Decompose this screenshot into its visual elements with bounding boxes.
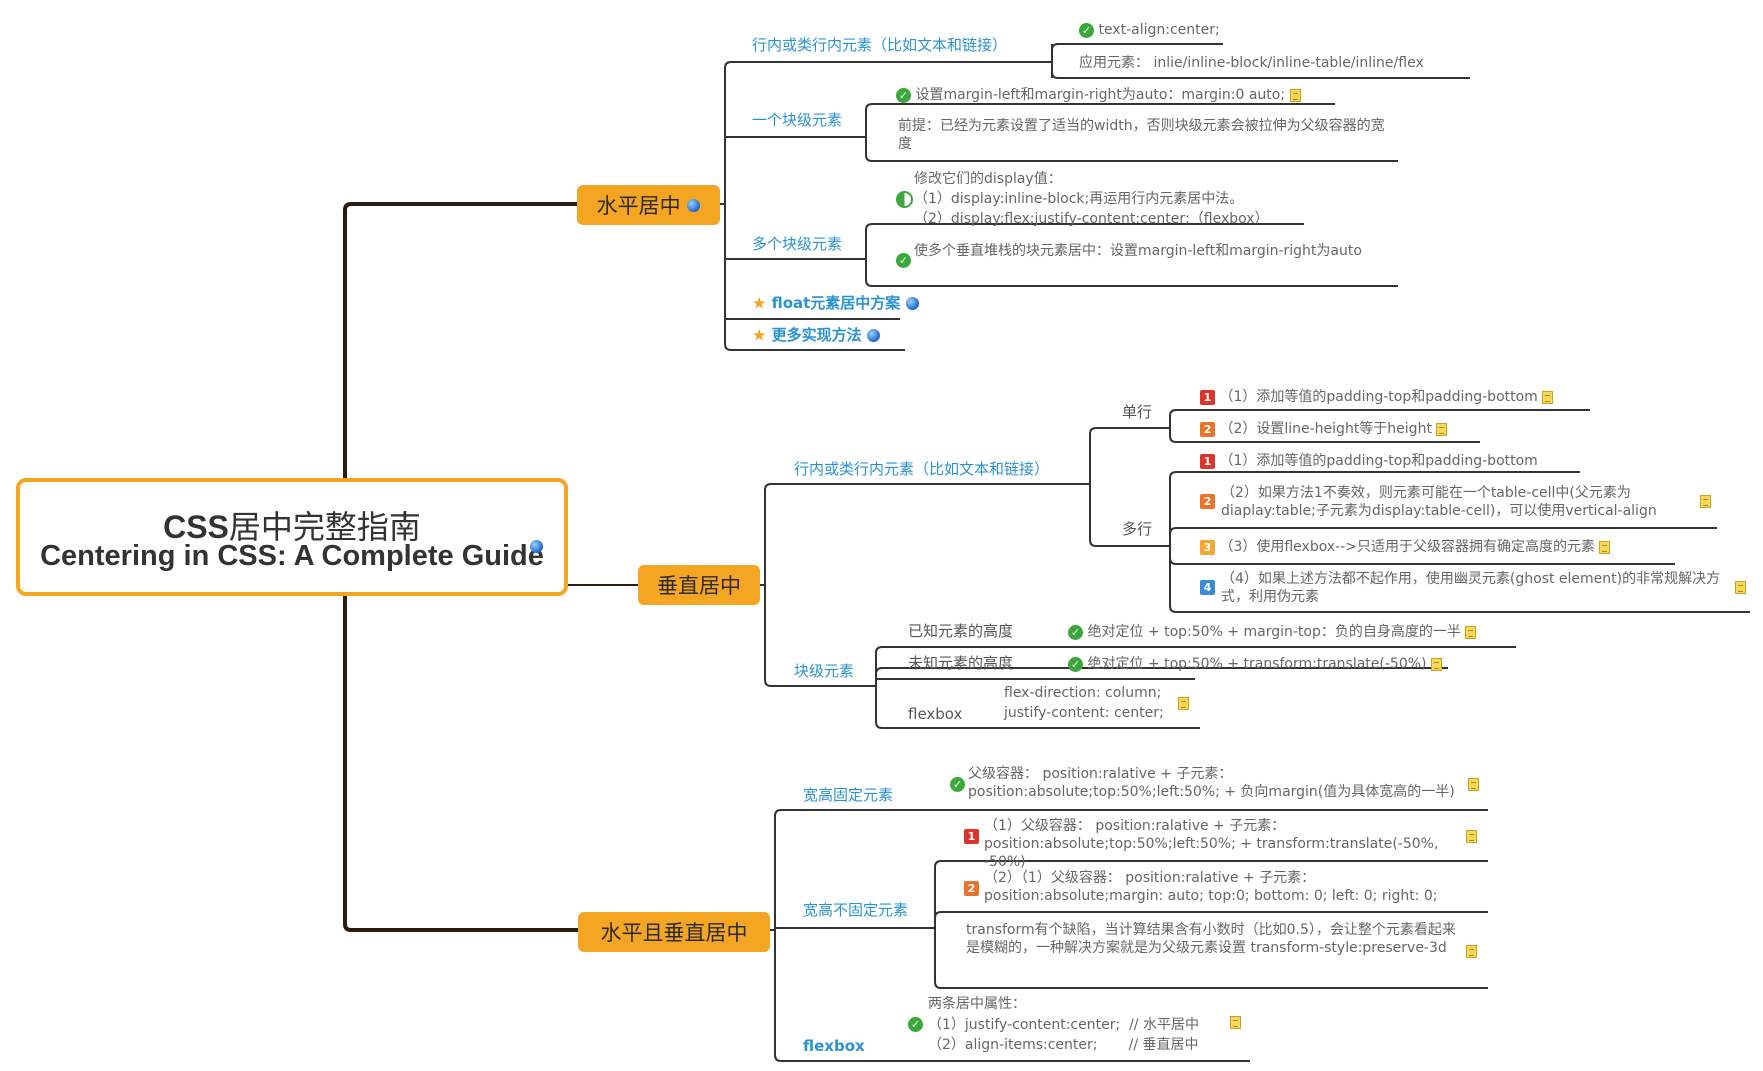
leaf-multi-1[interactable]: 1 （1）添加等值的padding-top和padding-bottom xyxy=(1200,452,1538,470)
note-icon[interactable] xyxy=(1466,830,1477,843)
branch-both[interactable]: 水平且垂直居中 xyxy=(578,912,770,952)
priority-1-icon: 1 xyxy=(1200,389,1215,405)
leaf-known-height[interactable]: ✓ 绝对定位 + top:50% + margin-top：负的自身高度的一半 xyxy=(1068,623,1477,641)
leaf-multi-3[interactable]: 3 （3）使用flexbox-->只适用于父级容器拥有确定高度的元素 xyxy=(1200,538,1611,556)
priority-2-icon: 2 xyxy=(1200,421,1215,437)
priority-1-icon: 1 xyxy=(1200,453,1215,469)
topic-unfixed-size[interactable]: 宽高不固定元素 xyxy=(803,901,909,919)
leaf-single-2[interactable]: 2 （2）设置line-height等于height xyxy=(1200,420,1448,438)
topic-horizontal-inline[interactable]: 行内或类行内元素（比如文本和链接） xyxy=(752,36,1008,54)
leaf-flex-direction[interactable]: flex-direction: column; xyxy=(1004,685,1162,701)
priority-3-icon: 3 xyxy=(1200,539,1215,555)
leaf-unfixed-2[interactable]: （2）（1）父级容器： position:ralative + 子元素： pos… xyxy=(984,870,1438,904)
check-icon: ✓ xyxy=(1079,22,1094,38)
topic-multi-line[interactable]: 多行 xyxy=(1122,520,1153,538)
leaf-flexbox-l1[interactable]: 两条居中属性： xyxy=(928,996,1026,1012)
priority-1-icon: 1 xyxy=(964,829,979,844)
topic-flexbox-both[interactable]: flexbox xyxy=(803,1037,865,1055)
topic-horizontal-multi[interactable]: 多个块级元素 xyxy=(752,235,843,253)
leaf-unfixed-1[interactable]: （1）父级容器： position:ralative + 子元素： positi… xyxy=(984,818,1439,870)
root-topic[interactable]: CSS居中完整指南 Centering in CSS: A Complete G… xyxy=(16,478,568,596)
topic-vertical-block[interactable]: 块级元素 xyxy=(794,662,855,680)
leaf-flexbox-l3[interactable]: （2）align-items:center; // 垂直居中 xyxy=(928,1037,1199,1053)
leaf-display-l1[interactable]: 修改它们的display值： xyxy=(914,171,1062,187)
topic-flexbox-vertical[interactable]: flexbox xyxy=(908,705,963,723)
branch-horizontal-label: 水平居中 xyxy=(596,194,681,218)
note-icon[interactable] xyxy=(1430,657,1442,671)
topic-unknown-height[interactable]: 未知元素的高度 xyxy=(908,654,1014,672)
topic-single-line[interactable]: 单行 xyxy=(1122,403,1153,421)
note-icon[interactable] xyxy=(1735,581,1746,594)
topic-more-methods[interactable]: ★ 更多实现方法 xyxy=(752,326,880,345)
leaf-applies-to[interactable]: 应用元素： inlie/inline-block/inline-table/in… xyxy=(1079,55,1424,71)
star-icon: ★ xyxy=(752,325,767,345)
leaf-width-premise[interactable]: 前提：已经为元素设置了适当的width，否则块级元素会被拉伸为父级容器的宽度 xyxy=(898,118,1385,152)
priority-2-icon: 2 xyxy=(964,881,979,896)
leaf-display-l2[interactable]: （1）display:inline-block;再运用行内元素居中法。 xyxy=(914,191,1244,207)
note-icon[interactable] xyxy=(1436,422,1448,436)
check-icon: ✓ xyxy=(896,253,911,268)
topic-float[interactable]: ★ float元素居中方案 xyxy=(752,294,919,313)
check-icon: ✓ xyxy=(950,777,965,792)
leaf-fixed-size[interactable]: 父级容器： position:ralative + 子元素： position:… xyxy=(968,766,1455,800)
note-icon[interactable] xyxy=(1230,1016,1241,1029)
note-icon[interactable] xyxy=(1178,697,1189,710)
globe-icon[interactable] xyxy=(866,329,880,342)
globe-icon[interactable] xyxy=(687,198,701,212)
topic-known-height[interactable]: 已知元素的高度 xyxy=(908,622,1014,640)
topic-horizontal-block[interactable]: 一个块级元素 xyxy=(752,111,843,129)
priority-2-icon: 2 xyxy=(1200,494,1215,509)
leaf-multi-2[interactable]: （2）如果方法1不奏效，则元素可能在一个table-cell中(父元素为diap… xyxy=(1221,485,1657,519)
priority-4-icon: 4 xyxy=(1200,580,1215,595)
globe-icon[interactable] xyxy=(905,297,919,310)
note-icon[interactable] xyxy=(1468,778,1479,791)
note-icon[interactable] xyxy=(1542,390,1554,404)
root-title-zh: CSS居中完整指南 xyxy=(163,508,421,546)
note-icon[interactable] xyxy=(1289,88,1301,102)
note-icon[interactable] xyxy=(1599,540,1611,554)
check-icon: ✓ xyxy=(1068,656,1083,672)
check-icon: ✓ xyxy=(1068,624,1083,640)
branch-both-label: 水平且垂直居中 xyxy=(600,921,748,945)
note-icon[interactable] xyxy=(1700,495,1711,508)
leaf-stacked-blocks[interactable]: 使多个垂直堆栈的块元素居中：设置margin-left和margin-right… xyxy=(914,243,1362,259)
root-title-en: Centering in CSS: A Complete Guide xyxy=(40,540,544,572)
leaf-flexbox-l2[interactable]: （1）justify-content:center; // 水平居中 xyxy=(928,1017,1199,1033)
leaf-single-1[interactable]: 1 （1）添加等值的padding-top和padding-bottom xyxy=(1200,388,1554,406)
leaf-transform-flaw[interactable]: transform有个缺陷，当计算结果含有小数时（比如0.5），会让整个元素看起… xyxy=(966,922,1456,956)
note-icon[interactable] xyxy=(1466,945,1477,958)
leaf-text-align[interactable]: ✓ text-align:center; xyxy=(1079,21,1220,39)
branch-horizontal[interactable]: 水平居中 xyxy=(577,185,720,225)
leaf-display-l3[interactable]: （2）display:flex;justify-content:center;（… xyxy=(914,211,1269,227)
half-progress-icon xyxy=(896,191,913,208)
topic-vertical-inline[interactable]: 行内或类行内元素（比如文本和链接） xyxy=(794,460,1050,478)
topic-fixed-size[interactable]: 宽高固定元素 xyxy=(803,786,894,804)
check-icon: ✓ xyxy=(896,87,911,103)
branch-vertical-label: 垂直居中 xyxy=(657,574,741,598)
leaf-margin-auto[interactable]: ✓ 设置margin-left和margin-right为auto：margin… xyxy=(896,86,1301,104)
leaf-unknown-height[interactable]: ✓ 绝对定位 + top:50% + transform:translate(-… xyxy=(1068,655,1442,673)
check-icon: ✓ xyxy=(908,1017,923,1032)
branch-vertical[interactable]: 垂直居中 xyxy=(638,565,760,605)
leaf-multi-4[interactable]: （4）如果上述方法都不起作用，使用幽灵元素(ghost element)的非常规… xyxy=(1221,571,1721,605)
star-icon: ★ xyxy=(752,293,767,313)
globe-icon[interactable] xyxy=(530,540,543,553)
leaf-justify-content[interactable]: justify-content: center; xyxy=(1004,705,1164,721)
note-icon[interactable] xyxy=(1465,625,1477,639)
